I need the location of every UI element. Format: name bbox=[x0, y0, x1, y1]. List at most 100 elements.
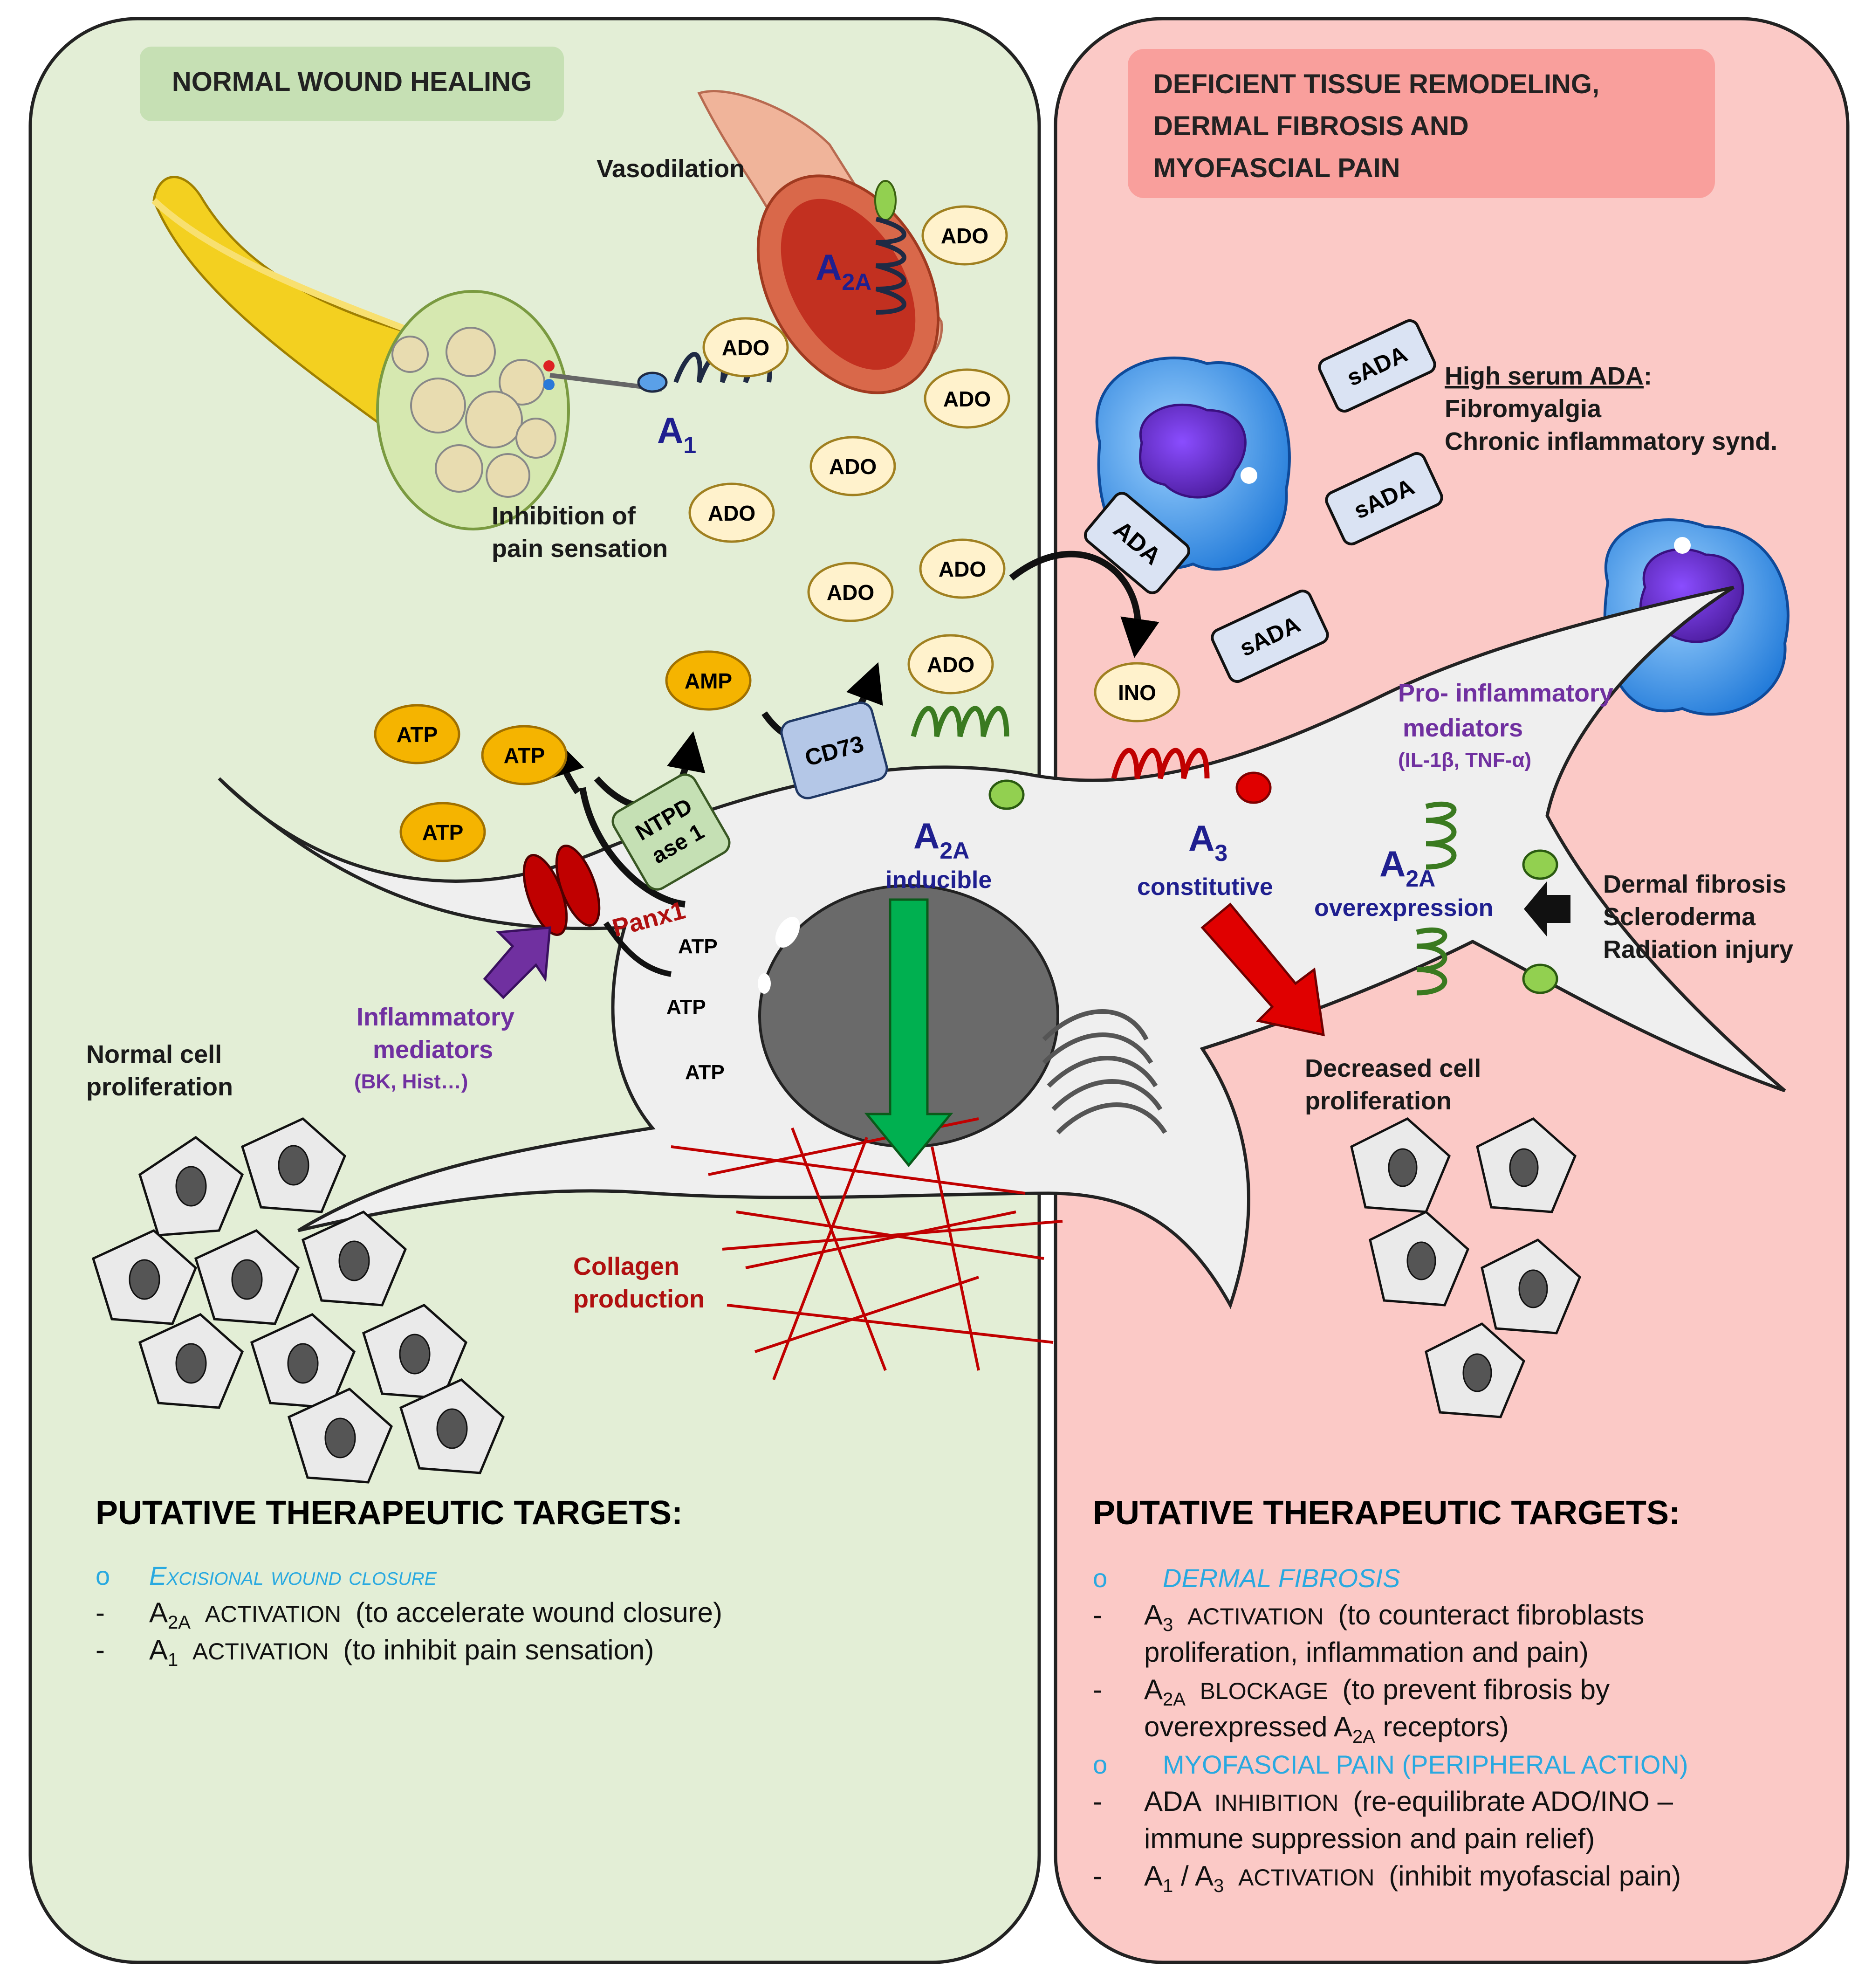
ado-label-1: ADO bbox=[941, 224, 988, 248]
left-target-a1-activation: - A1 ACTIVATION (to inhibit pain sensati… bbox=[96, 1634, 654, 1672]
left-target-a2a-activation: - A2A ACTIVATION (to accelerate wound cl… bbox=[96, 1597, 722, 1635]
svg-text:ATP: ATP bbox=[666, 996, 706, 1018]
ado-bubble-5 bbox=[688, 482, 775, 543]
ado-bubble-3 bbox=[924, 368, 1010, 429]
left-target-excisional: Excisional wound closure bbox=[149, 1561, 437, 1590]
a2a-overexpression-tail-top bbox=[1522, 849, 1558, 880]
fibromyalgia-label: Fibromyalgia bbox=[1445, 395, 1602, 423]
atp-release-arc bbox=[603, 921, 672, 977]
left-header-box bbox=[140, 47, 564, 121]
panx1-channel bbox=[522, 845, 601, 936]
a2a-receptor-inducible bbox=[911, 706, 1009, 737]
right-target-myofascial-pain: MYOFASCIAL PAIN (PERIPHERAL ACTION) bbox=[1163, 1750, 1688, 1779]
golgi-apparatus bbox=[1042, 1009, 1167, 1135]
a2a-overexpression-label: A2A bbox=[1379, 843, 1435, 892]
ado-label-2: ADO bbox=[722, 336, 769, 360]
ado-bubble-1 bbox=[921, 205, 1008, 266]
right-bullet-marker-2: o bbox=[1093, 1750, 1107, 1779]
atp-bubble-3 bbox=[399, 802, 486, 862]
right-target-a1-a3-activation: - A1 / A3 ACTIVATION (inhibit myofascial… bbox=[1093, 1860, 1681, 1898]
pro-inflammatory-line3: (IL-1β, TNF-α) bbox=[1398, 749, 1531, 771]
right-header-line2: DERMAL FIBROSIS AND bbox=[1153, 111, 1469, 141]
a2a-receptor-overexpression-top bbox=[1425, 801, 1457, 870]
svg-text:ATP: ATP bbox=[678, 935, 718, 958]
ado-bubble-6 bbox=[919, 538, 1006, 599]
a2a-inducible-label: A2A bbox=[913, 815, 969, 864]
atp-label-3: ATP bbox=[422, 820, 464, 845]
inhibition-label-line2: pain sensation bbox=[492, 535, 668, 563]
reduced-cell-nuclei bbox=[1388, 1148, 1548, 1392]
ado-label-5: ADO bbox=[708, 501, 755, 525]
ado-bubble-4 bbox=[809, 436, 896, 496]
purple-arrow bbox=[483, 926, 551, 999]
a2a-receptor-vessel bbox=[875, 217, 906, 315]
svg-text:ATP: ATP bbox=[685, 1061, 725, 1084]
ado-label-3: ADO bbox=[943, 387, 991, 411]
ado-label-8: ADO bbox=[927, 653, 974, 677]
right-target-a3-activation-line2: proliferation, inflammation and pain) bbox=[1144, 1637, 1589, 1668]
a2a-vessel-label: A2A bbox=[816, 247, 871, 295]
black-arrow-fibrosis bbox=[1524, 881, 1570, 937]
atp-label-2: ATP bbox=[504, 743, 545, 768]
a3-tail bbox=[1235, 771, 1272, 804]
a2a-receptor-overexpression-bottom bbox=[1416, 927, 1447, 996]
left-header-text: NORMAL WOUND HEALING bbox=[172, 67, 532, 97]
sada-box-2 bbox=[1325, 452, 1443, 546]
ado-label-6: ADO bbox=[939, 557, 986, 581]
decreased-label-line1: Decreased cell bbox=[1305, 1054, 1481, 1082]
ado-label-4: ADO bbox=[829, 454, 877, 479]
a3-receptor bbox=[1111, 748, 1210, 779]
right-header-line1: DEFICIENT TISSUE REMODELING, bbox=[1153, 69, 1599, 99]
right-header-box bbox=[1128, 49, 1715, 198]
inflammatory-label-line1: Inflammatory bbox=[357, 1003, 514, 1031]
left-targets-title: PUTATIVE THERAPEUTIC TARGETS: bbox=[96, 1494, 683, 1532]
collagen-fibers bbox=[671, 1117, 1063, 1381]
amp-bubble bbox=[665, 650, 752, 711]
atp-released-labels: ATP ATP ATP bbox=[666, 935, 725, 1084]
nerve-bundle-illustration bbox=[151, 176, 662, 530]
cd73-box bbox=[780, 702, 888, 799]
right-target-dermal-fibrosis: DERMAL FIBROSIS bbox=[1163, 1563, 1400, 1593]
right-target-a3-activation: - A3 ACTIVATION (to counteract fibroblas… bbox=[1093, 1599, 1644, 1637]
amp-label: AMP bbox=[685, 669, 732, 693]
right-target-a2a-blockage-line2: overexpressed A2A receptors) bbox=[1144, 1711, 1509, 1747]
ino-label: INO bbox=[1118, 681, 1156, 705]
ado-label-7: ADO bbox=[827, 580, 874, 605]
ntpdase1-box bbox=[611, 773, 731, 891]
red-arrow bbox=[1200, 902, 1325, 1037]
ado-bubble-7 bbox=[807, 562, 894, 622]
normal-cell-label-line2: proliferation bbox=[86, 1073, 233, 1101]
right-targets-title: PUTATIVE THERAPEUTIC TARGETS: bbox=[1093, 1494, 1680, 1532]
normal-cell-nuclei bbox=[129, 1145, 468, 1458]
radiation-label: Radiation injury bbox=[1603, 936, 1793, 963]
right-target-ada-inhibition-line2: immune suppression and pain relief) bbox=[1144, 1823, 1595, 1854]
high-serum-label: High serum ADA: bbox=[1445, 362, 1652, 390]
collagen-label-line2: production bbox=[573, 1285, 705, 1313]
green-arrow bbox=[864, 898, 953, 1167]
inducible-label: inducible bbox=[885, 867, 992, 894]
constitutive-label: constitutive bbox=[1137, 874, 1273, 901]
a3-label: A3 bbox=[1188, 818, 1227, 866]
inflammatory-label-line2: mediators bbox=[373, 1036, 493, 1064]
scleroderma-label: Scleroderma bbox=[1603, 903, 1756, 931]
ado-bubble-2 bbox=[702, 317, 789, 378]
decreased-label-line2: proliferation bbox=[1305, 1087, 1452, 1115]
collagen-label-line1: Collagen bbox=[573, 1252, 679, 1280]
normal-cell-label-line1: Normal cell bbox=[86, 1040, 222, 1068]
pro-inflammatory-line1: Pro- inflammatory bbox=[1398, 679, 1613, 707]
chronic-label: Chronic inflammatory synd. bbox=[1445, 427, 1777, 455]
pro-inflammatory-line2: mediators bbox=[1403, 714, 1523, 742]
left-bullet-marker: o bbox=[96, 1561, 110, 1590]
right-header-line3: MYOFASCIAL PAIN bbox=[1153, 153, 1400, 183]
atp-bubble-2 bbox=[481, 725, 568, 785]
a2a-overexpression-tail-bottom bbox=[1522, 963, 1558, 994]
right-target-a2a-blockage: - A2A BLOCKAGE (to prevent fibrosis by bbox=[1093, 1674, 1610, 1712]
sada-box-3 bbox=[1211, 589, 1329, 683]
reduced-cell-cluster bbox=[1350, 1117, 1581, 1418]
inhibition-label-line1: Inhibition of bbox=[492, 502, 636, 530]
inflammatory-label-line3: (BK, Hist…) bbox=[354, 1070, 468, 1093]
dermal-fibrosis-label: Dermal fibrosis bbox=[1603, 870, 1786, 898]
ino-bubble bbox=[1094, 662, 1180, 722]
sada-box-1 bbox=[1318, 319, 1436, 413]
